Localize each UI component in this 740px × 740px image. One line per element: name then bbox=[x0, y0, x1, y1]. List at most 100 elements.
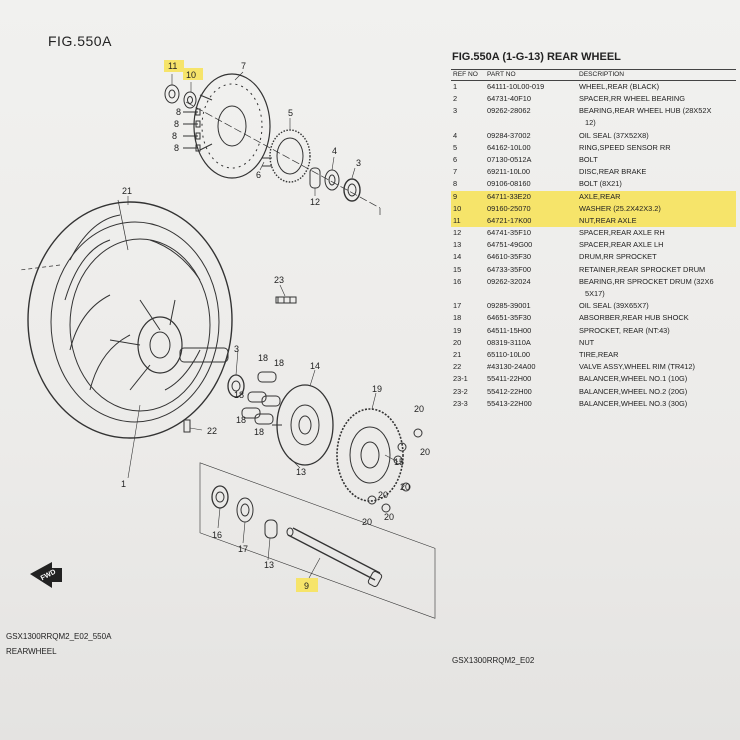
sprocket-nuts-part bbox=[367, 428, 423, 513]
part-no-cell: 64111-10L00-019 bbox=[487, 81, 545, 91]
empty-cell bbox=[451, 288, 485, 300]
callout-8: 8 bbox=[172, 131, 177, 141]
table-row: 13 64751-49G00 SPACER,REAR AXLE LH bbox=[451, 240, 736, 252]
callout-18: 18 bbox=[236, 415, 246, 425]
description-cell: BEARING,REAR WHEEL HUB (28X52X bbox=[579, 106, 712, 116]
description-cell: DISC,REAR BRAKE bbox=[579, 167, 647, 177]
ref-no-cell: 17 bbox=[453, 301, 462, 311]
callout-3: 3 bbox=[356, 158, 361, 168]
footer-name-left: REARWHEEL bbox=[6, 647, 57, 656]
callout-20: 20 bbox=[378, 490, 388, 500]
table-row: 23-3 55413-22H00 BALANCER,WHEEL NO.3 (30G) bbox=[451, 398, 736, 410]
description-cell: TIRE,REAR bbox=[579, 349, 619, 359]
description-cell: SPACER,REAR AXLE RH bbox=[579, 228, 665, 238]
part-no-cell: 64751-49G00 bbox=[487, 240, 533, 250]
callout-9: 9 bbox=[304, 581, 309, 591]
table-row: 3 09262-28062 BEARING,REAR WHEEL HUB (28X5… bbox=[451, 106, 736, 118]
callout-20: 20 bbox=[414, 404, 424, 414]
description-cell: SPROCKET, REAR (NT:43) bbox=[579, 325, 670, 335]
callout-13: 13 bbox=[296, 467, 306, 477]
col-desc: DESCRIPTION bbox=[577, 68, 736, 82]
highlight-9 bbox=[296, 578, 318, 592]
empty-cell bbox=[485, 118, 577, 130]
description-cell: BALANCER,WHEEL NO.1 (10G) bbox=[579, 374, 688, 384]
ref-no-cell: 13 bbox=[453, 240, 462, 250]
callout-11: 11 bbox=[168, 61, 177, 71]
callout-7: 7 bbox=[241, 61, 246, 71]
ref-no-cell: 15 bbox=[453, 264, 462, 274]
part-no-cell: 07130-0512A bbox=[487, 154, 532, 164]
part-no-cell: 64651-35F30 bbox=[487, 313, 531, 323]
part-no-cell: 64741-35F10 bbox=[487, 228, 531, 238]
ref-no-cell: 11 bbox=[451, 215, 485, 228]
part-no-cell: 09262-32024 bbox=[487, 276, 531, 286]
callout-4: 4 bbox=[332, 146, 337, 156]
description-cell: OIL SEAL (39X65X7) bbox=[579, 301, 649, 311]
ref-no-cell: 14 bbox=[453, 252, 462, 262]
ref-no-cell: 18 bbox=[453, 313, 462, 323]
callout-18: 18 bbox=[254, 427, 264, 437]
part-no-cell: 08319-3110A bbox=[487, 337, 531, 347]
footer-code-right: GSX1300RRQM2_E02 bbox=[452, 656, 535, 665]
callout-18: 18 bbox=[258, 353, 268, 363]
part-no-cell: 55413-22H00 bbox=[487, 398, 532, 408]
callout-8: 8 bbox=[174, 143, 179, 153]
description-cell: BALANCER,WHEEL NO.3 (30G) bbox=[579, 398, 688, 408]
ref-no-cell: 3 bbox=[453, 106, 458, 116]
parts-table-title: FIG.550A (1-G-13) REAR WHEEL bbox=[452, 51, 621, 63]
callout-20: 20 bbox=[400, 482, 410, 492]
callout-13: 13 bbox=[264, 560, 274, 570]
callout-12: 12 bbox=[310, 197, 320, 207]
ref-no-cell: 21 bbox=[453, 349, 462, 359]
description-cell: BOLT bbox=[579, 154, 598, 164]
description-cell: RETAINER,REAR SPROCKET DRUM bbox=[579, 264, 706, 274]
description-cell: BEARING,RR SPROCKET DRUM (32X6 bbox=[579, 276, 714, 286]
ref-no-cell: 2 bbox=[453, 94, 458, 104]
callout-8: 8 bbox=[176, 107, 181, 117]
table-row-continuation: 12) bbox=[451, 118, 736, 130]
description-cell: BOLT (8X21) bbox=[579, 179, 622, 189]
ref-no-cell: 22 bbox=[453, 362, 462, 372]
description-cell: VALVE ASSY,WHEEL RIM (TR412) bbox=[579, 362, 695, 372]
description-cell: SPACER,REAR AXLE LH bbox=[579, 240, 664, 250]
description-cell: AXLE,REAR bbox=[577, 190, 736, 204]
callout-17: 17 bbox=[238, 544, 248, 554]
part-no-cell: 64731-40F10 bbox=[487, 94, 531, 104]
fwd-arrow-icon bbox=[30, 562, 62, 588]
part-no-cell: 65110-10L00 bbox=[487, 349, 531, 359]
ref-no-cell: 1 bbox=[453, 81, 458, 91]
ref-no-cell: 23-2 bbox=[453, 386, 468, 396]
rear-sprocket-part bbox=[336, 408, 404, 502]
footer-code-left: GSX1300RRQM2_E02_550A bbox=[6, 632, 112, 641]
axle-nut-part bbox=[164, 84, 180, 104]
ref-no-cell: 23-1 bbox=[453, 374, 468, 384]
table-row-continuation: 5X17) bbox=[451, 288, 736, 300]
ref-no-cell: 12 bbox=[453, 228, 462, 238]
part-no-cell: 69211-10L00 bbox=[487, 167, 531, 177]
callout-15: 15 bbox=[394, 457, 404, 467]
part-no-cell: 64711-33E20 bbox=[485, 190, 577, 204]
part-no-cell: 64610-35F30 bbox=[487, 252, 531, 262]
callout-19: 19 bbox=[372, 384, 382, 394]
description-cell: NUT,REAR AXLE bbox=[577, 215, 736, 228]
part-no-cell: 09262-28062 bbox=[487, 106, 531, 116]
ref-no-cell: 8 bbox=[453, 179, 458, 189]
ref-no-cell: 16 bbox=[453, 276, 462, 286]
ref-no-cell: 10 bbox=[451, 203, 485, 216]
col-ref: REF NO bbox=[451, 68, 485, 82]
ref-no-cell: 6 bbox=[453, 154, 458, 164]
description-cell-cont: 5X17) bbox=[585, 289, 605, 299]
callout-5: 5 bbox=[288, 108, 293, 118]
part-no-cell: 64733-35F00 bbox=[487, 264, 531, 274]
ref-no-cell: 23-3 bbox=[453, 398, 468, 408]
callout-3: 3 bbox=[234, 344, 239, 354]
callout-10: 10 bbox=[186, 70, 196, 80]
